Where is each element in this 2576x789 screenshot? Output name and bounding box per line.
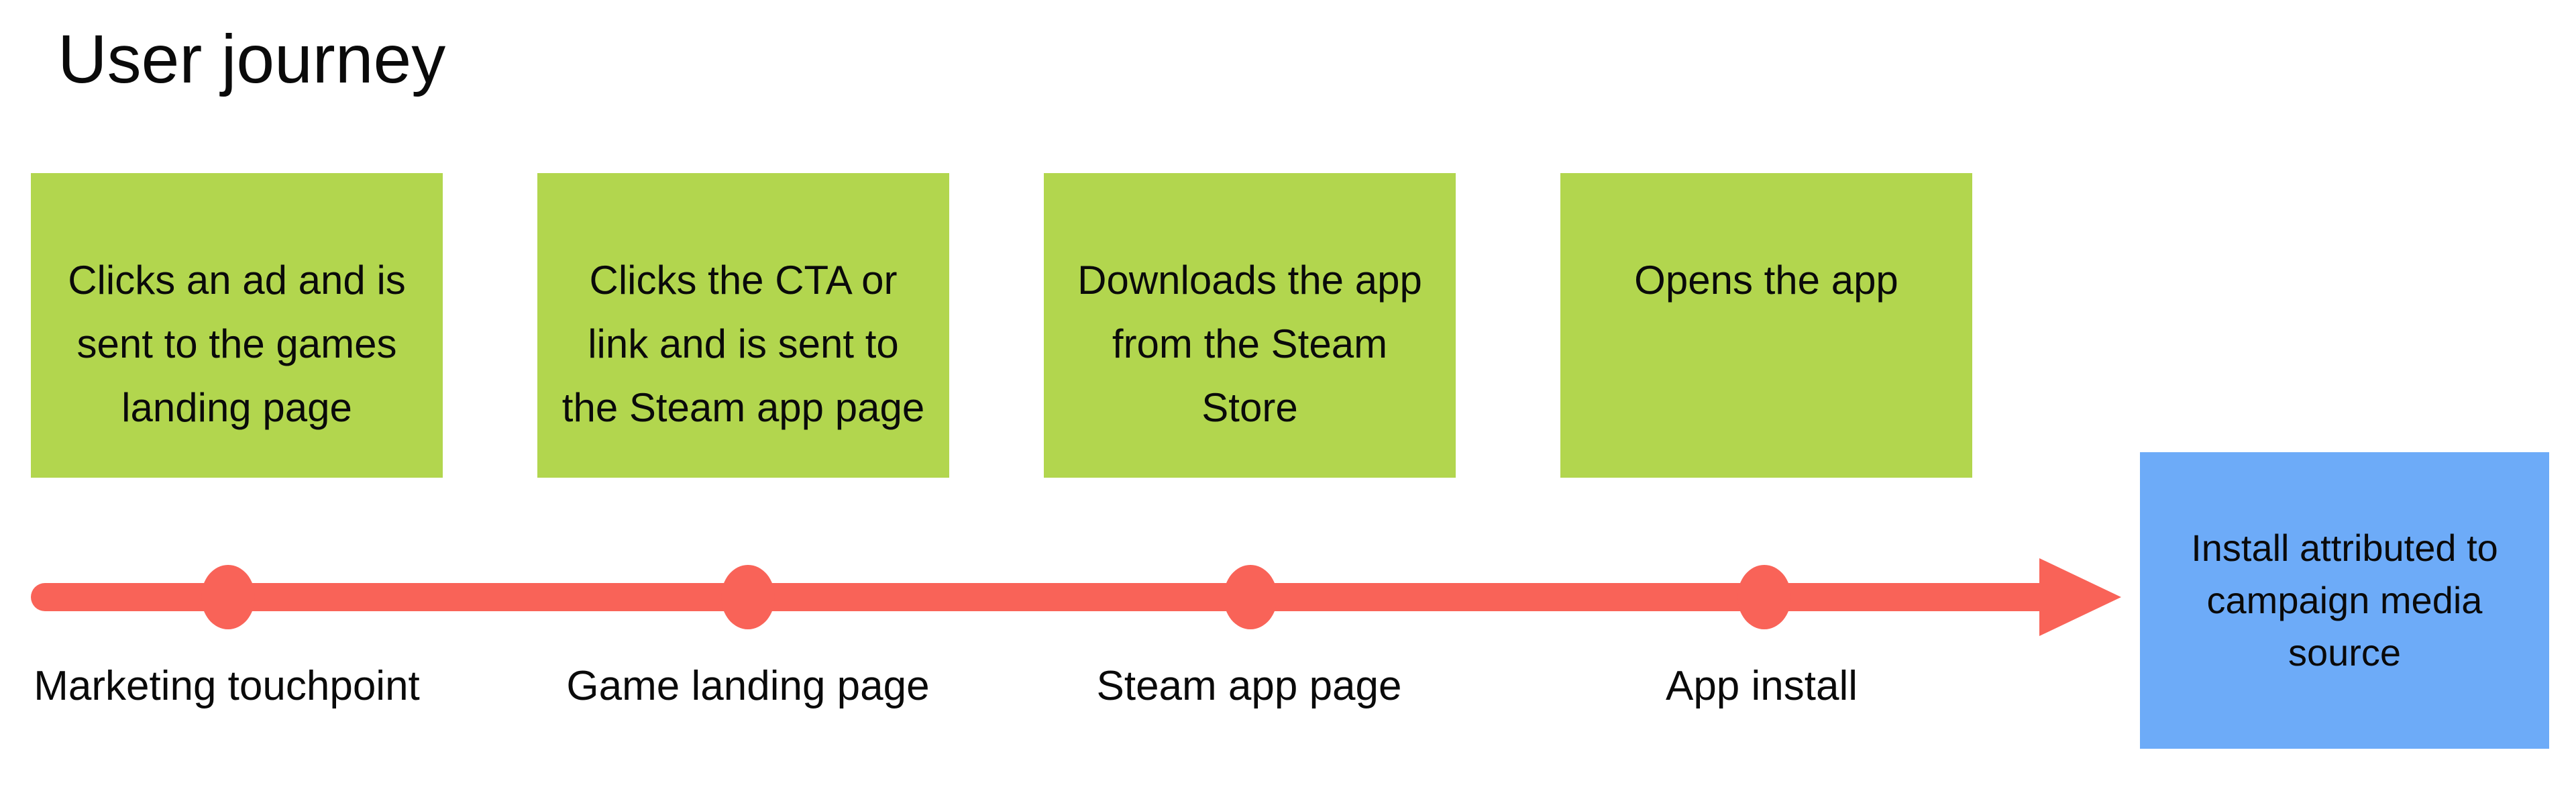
step-box-marketing-touchpoint: Clicks an ad and is sent to the games la…: [31, 173, 443, 478]
step-box-steam-app-page: Downloads the app from the Steam Store: [1044, 173, 1456, 478]
step-box-app-install: Opens the app: [1560, 173, 1972, 478]
step-label-marketing-touchpoint: Marketing touchpoint: [34, 663, 420, 709]
timeline-dot: [201, 565, 255, 629]
step-box-game-landing-page: Clicks the CTA or link and is sent to th…: [537, 173, 949, 478]
result-box-text: Install attributed to campaign media sou…: [2191, 527, 2498, 674]
step-box-text: Clicks an ad and is sent to the games la…: [68, 258, 406, 430]
page-title: User journey: [58, 21, 446, 97]
timeline-dot: [1737, 565, 1791, 629]
attribution-result-box: Install attributed to campaign media sou…: [2140, 452, 2549, 749]
arrow-head-icon: [2039, 558, 2121, 636]
step-label-app-install: App install: [1665, 663, 1858, 709]
step-box-text: Opens the app: [1634, 258, 1898, 303]
step-box-text: Clicks the CTA or link and is sent to th…: [561, 258, 925, 430]
timeline-dot: [721, 565, 775, 629]
step-label-game-landing-page: Game landing page: [566, 663, 930, 709]
timeline-arrow-line: [31, 583, 2054, 611]
step-box-text: Downloads the app from the Steam Store: [1077, 258, 1422, 430]
timeline-dot: [1224, 565, 1277, 629]
step-label-steam-app-page: Steam app page: [1096, 663, 1402, 709]
